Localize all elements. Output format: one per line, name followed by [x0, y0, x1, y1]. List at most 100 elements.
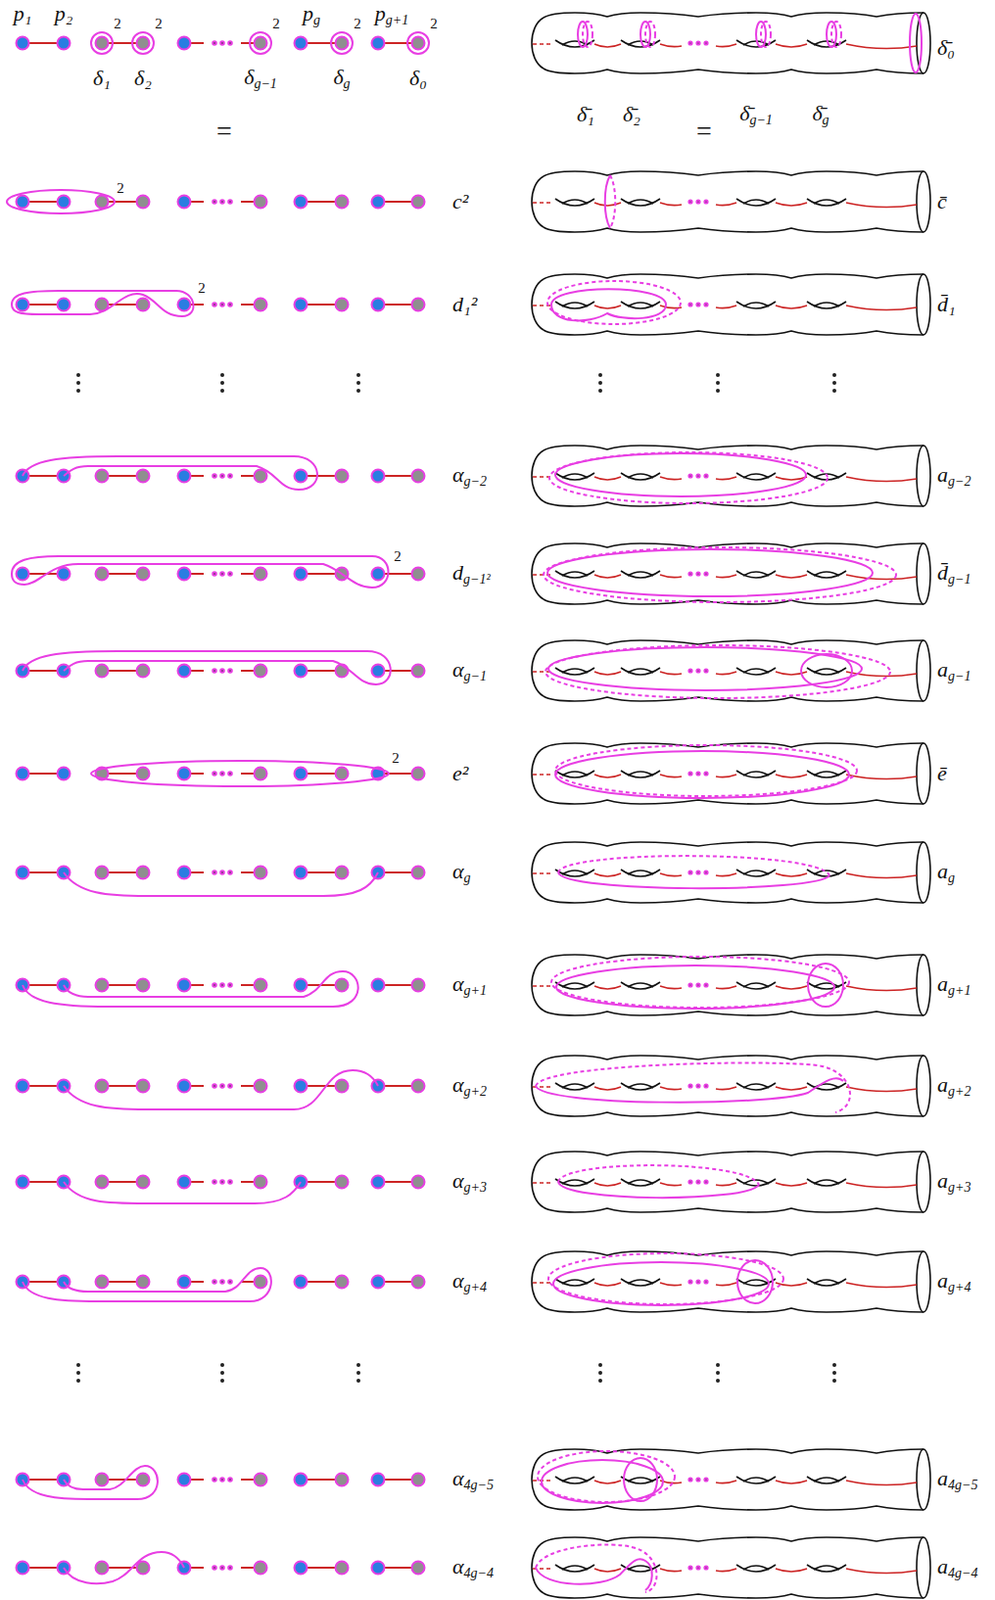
dot [220, 1371, 225, 1375]
svg-use [16, 664, 426, 678]
loop [582, 21, 593, 48]
curve [22, 651, 391, 685]
math-label: ē [937, 761, 948, 786]
loop [551, 956, 850, 1008]
loop [541, 1460, 664, 1504]
svg-use [16, 1276, 426, 1289]
svg-use [16, 1473, 426, 1487]
superscript-number: 2 [429, 15, 438, 33]
superscript-number: 2 [116, 180, 125, 197]
superscript-number: 2 [154, 15, 163, 33]
curve [535, 1078, 844, 1103]
svg-use [16, 1176, 426, 1189]
loop [537, 1451, 675, 1503]
curve [22, 1268, 272, 1302]
math-label: ag−2 [937, 463, 971, 489]
loop [547, 281, 681, 325]
dot [715, 1363, 720, 1368]
svg-use [531, 743, 931, 805]
dot [331, 32, 353, 54]
loop [909, 13, 922, 73]
math-label: αg+3 [452, 1169, 487, 1195]
curve [610, 175, 616, 229]
superscript-number: 2 [272, 15, 281, 33]
svg-g [16, 866, 426, 898]
math-label: ag+4 [937, 1269, 971, 1295]
math-label: αg+2 [452, 1073, 487, 1099]
dot [91, 32, 113, 54]
dot [832, 388, 837, 393]
dot [598, 380, 603, 385]
svg-use [531, 1537, 931, 1599]
math-label: p₂ [54, 1, 74, 26]
dot [76, 388, 81, 393]
dot [220, 380, 225, 385]
svg-g [11, 556, 426, 588]
svg-g [531, 1449, 931, 1511]
math-label: δ̄g [811, 101, 829, 128]
loop [547, 549, 873, 597]
svg-g [16, 1552, 426, 1584]
math-label: dg−1² [452, 561, 491, 587]
svg-use [16, 1080, 426, 1093]
svg-use [16, 866, 426, 880]
curve [558, 1165, 759, 1185]
dot [356, 380, 361, 385]
svg-g [531, 842, 931, 903]
superscript-number: 2 [391, 750, 400, 767]
math-label: δ̄₂ [622, 102, 641, 127]
svg-use [531, 445, 931, 507]
math-label: αg+1 [452, 972, 487, 998]
loop [555, 745, 857, 797]
math-label: δ̄₀ [937, 36, 955, 60]
curve [535, 1545, 658, 1593]
dot [356, 1378, 361, 1383]
dot [832, 1378, 837, 1383]
svg-use [531, 1151, 931, 1213]
loop [548, 1253, 784, 1305]
dot [715, 1371, 720, 1375]
svg-use [531, 12, 931, 74]
math-label: δ₁ [93, 66, 111, 91]
math-label: ag+3 [937, 1169, 971, 1195]
dot [832, 373, 837, 378]
svg-g [6, 189, 426, 214]
curve [558, 1182, 759, 1198]
svg-g [16, 456, 426, 490]
math-label: α4g−4 [452, 1555, 494, 1581]
loop [548, 647, 862, 691]
svg-use [531, 1449, 931, 1511]
svg-g [16, 1070, 426, 1110]
curve [558, 872, 830, 889]
curve [11, 290, 193, 317]
svg-g [16, 1466, 426, 1500]
math-label: αg [452, 859, 472, 886]
svg-use [16, 1562, 426, 1575]
dot [356, 1363, 361, 1368]
curve [558, 855, 830, 876]
curve [22, 456, 318, 490]
loop [737, 1260, 773, 1304]
svg-g [531, 954, 931, 1016]
curve [11, 556, 389, 588]
svg-g [531, 640, 931, 702]
dot [407, 32, 429, 54]
equals-sign: = [216, 116, 233, 147]
curve [535, 1063, 851, 1113]
math-label: d₁² [452, 292, 477, 317]
loop [545, 645, 891, 699]
dot [715, 373, 720, 378]
loop [553, 1262, 769, 1306]
dot [220, 1363, 225, 1368]
dot [715, 380, 720, 385]
superscript-number: 2 [197, 280, 206, 297]
math-label: α4g−5 [452, 1467, 494, 1493]
math-label: ag+1 [937, 972, 971, 998]
loop [623, 1458, 658, 1502]
dot [832, 380, 837, 385]
math-label: pg [302, 1, 321, 28]
svg-use [531, 1251, 931, 1313]
svg-use [531, 1055, 931, 1117]
math-label: c̄ [937, 189, 948, 214]
